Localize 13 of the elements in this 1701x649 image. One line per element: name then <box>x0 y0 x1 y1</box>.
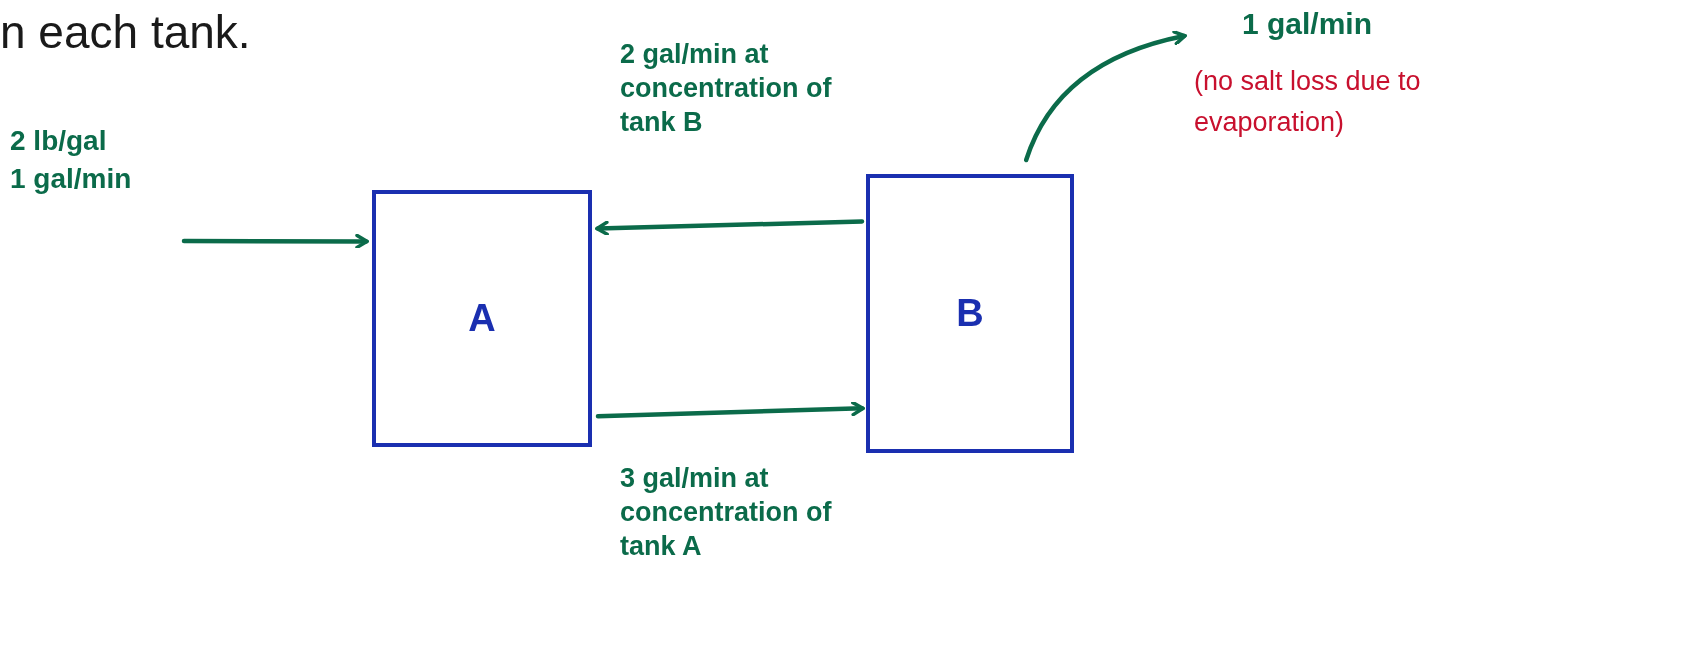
arrow <box>595 400 865 419</box>
arrow <box>181 233 369 250</box>
tank-label: A <box>468 296 496 341</box>
flow-label: 1 gal/min <box>1242 6 1374 42</box>
tank-box <box>866 174 1074 453</box>
arrow <box>595 219 865 237</box>
flow-label: 2 lb/gal <box>10 124 108 158</box>
flow-label: 1 gal/min <box>10 161 133 196</box>
arrow <box>1023 30 1187 163</box>
tank-label: B <box>956 291 984 336</box>
tank-box <box>372 190 592 447</box>
note-text: (no salt loss due to evaporation) <box>1194 65 1422 139</box>
heading-text: n each tank. <box>0 5 251 60</box>
